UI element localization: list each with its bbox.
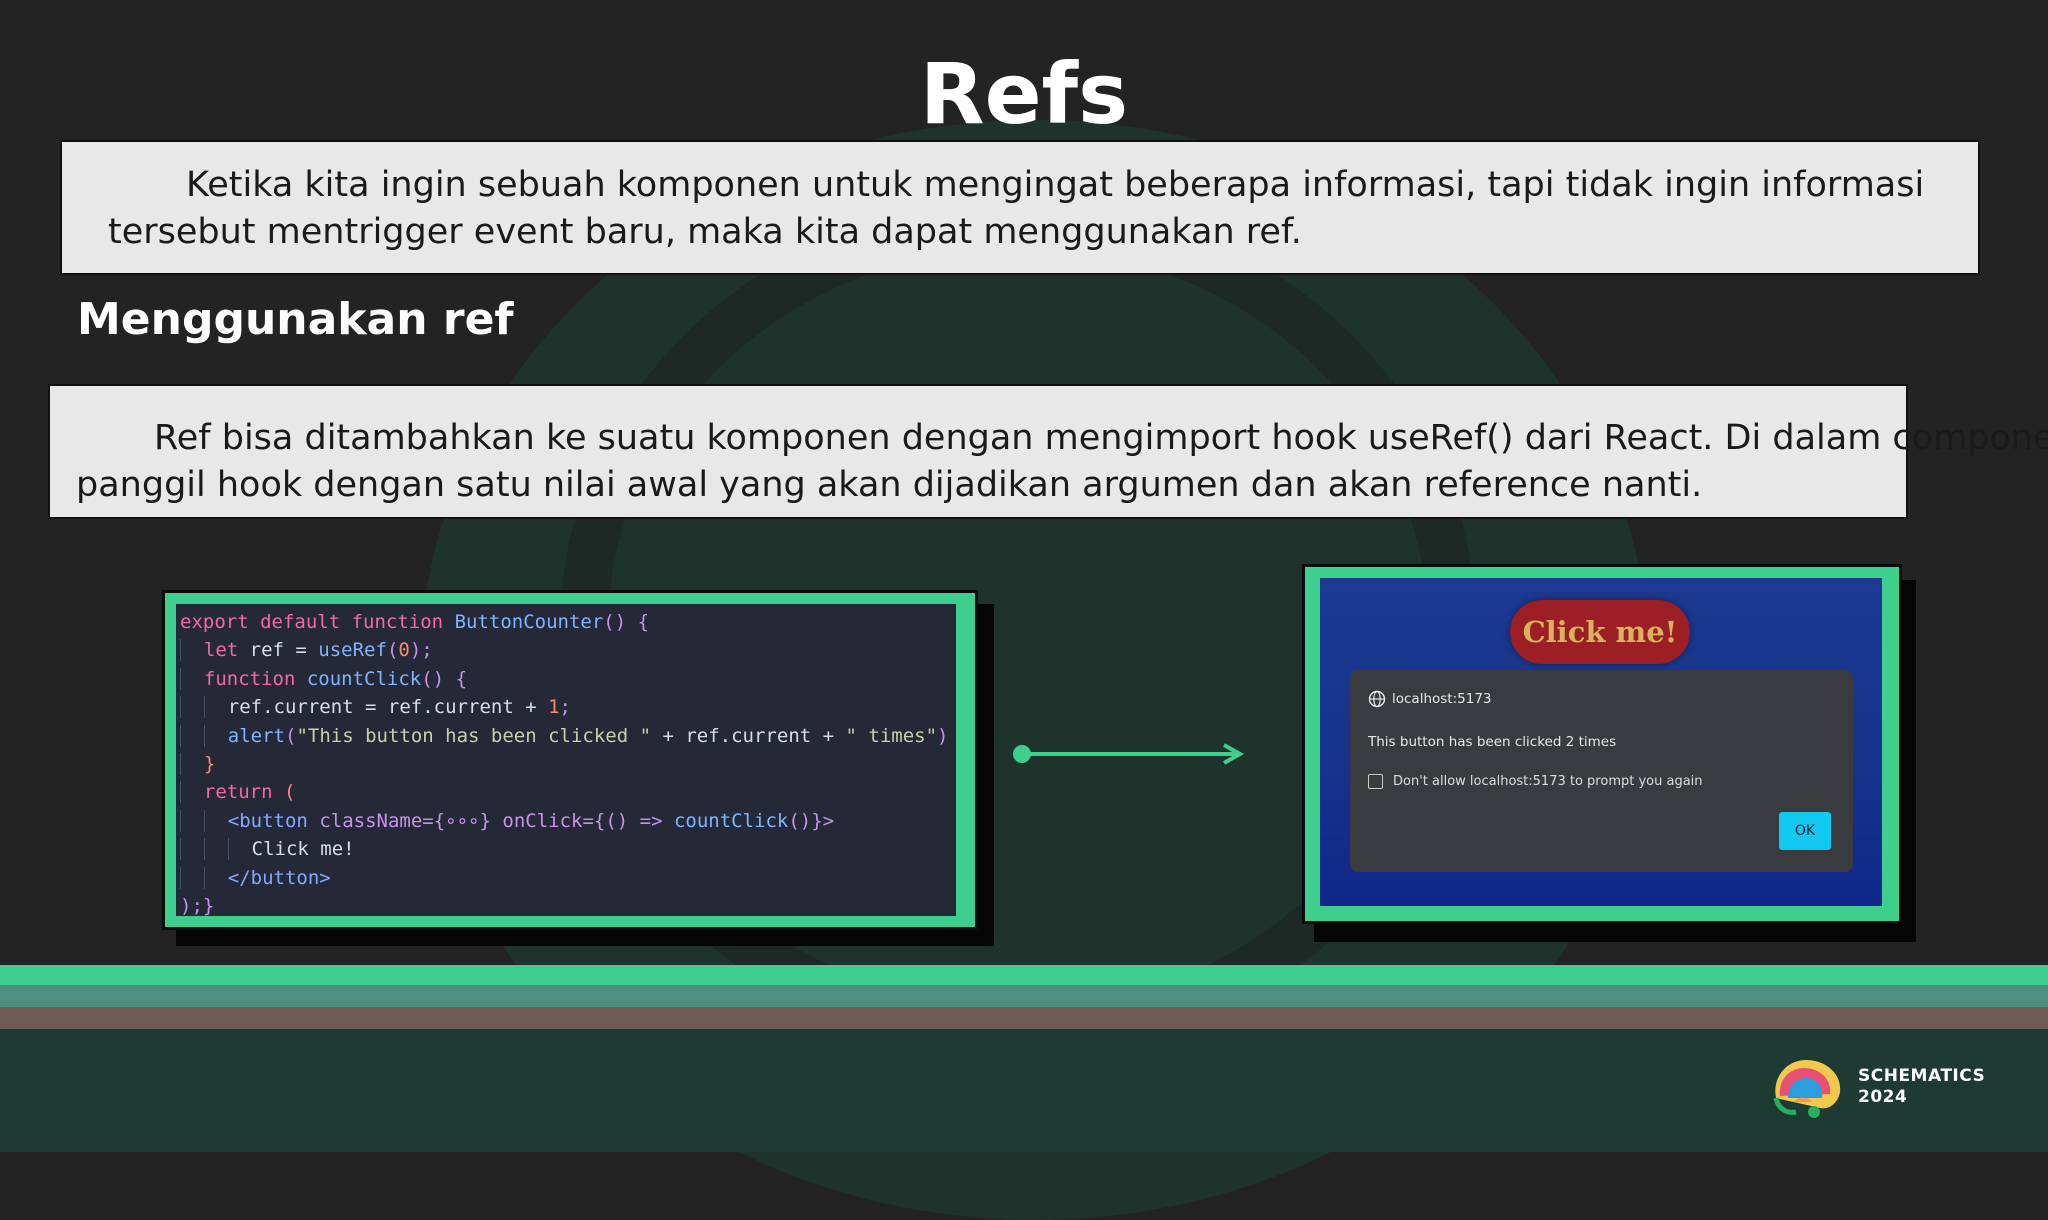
- code-snippet: export default function ButtonCounter() …: [176, 604, 956, 916]
- code-number: 1: [548, 696, 560, 719]
- code-function-name: ButtonCounter: [454, 611, 604, 633]
- dialog-site: localhost:5173: [1368, 690, 1492, 708]
- code-keyword: function: [203, 667, 296, 690]
- description-line-2: panggil hook dengan satu nilai awal yang…: [76, 465, 1703, 505]
- code-string: "This button has been clicked ": [296, 724, 652, 747]
- dialog-ok-button[interactable]: OK: [1779, 812, 1831, 850]
- footer-band: [0, 1029, 2048, 1152]
- click-me-button[interactable]: Click me!: [1510, 600, 1690, 664]
- code-text: ref.current = ref.current +: [227, 696, 549, 719]
- code-punct: () {: [603, 611, 650, 633]
- code-function-call: useRef: [318, 639, 387, 662]
- schematics-logo-icon: [1773, 1060, 1841, 1118]
- dialog-site-label: localhost:5173: [1392, 691, 1492, 707]
- code-function-call: alert: [227, 724, 285, 747]
- description-textbox: Ref bisa ditambahkan ke suatu komponen d…: [48, 384, 2048, 519]
- brand-year: 2024: [1858, 1087, 1908, 1107]
- section-heading: Menggunakan ref: [77, 294, 514, 345]
- code-snippet-frame: export default function ButtonCounter() …: [162, 590, 978, 930]
- alert-dialog: localhost:5173 This button has been clic…: [1350, 670, 1853, 872]
- code-punct: );}: [180, 895, 215, 916]
- code-attr: onClick: [502, 809, 583, 832]
- demo-screenshot-frame: Click me! localhost:5173 This button has…: [1302, 564, 1902, 924]
- code-string: " times": [845, 724, 938, 747]
- code-attr: className: [319, 809, 423, 832]
- footer-stripe-green: [0, 965, 2048, 985]
- demo-screenshot: Click me! localhost:5173 This button has…: [1320, 578, 1882, 906]
- code-function-call: countClick: [673, 809, 789, 832]
- code-collapsed: {∘∘∘}: [433, 809, 491, 832]
- intro-textbox: Ketika kita ingin sebuah komponen untuk …: [60, 140, 1980, 275]
- code-jsx-tag: </button>: [227, 866, 331, 889]
- code-number: 0: [398, 639, 410, 662]
- code-keyword: export default function: [180, 611, 444, 633]
- description-line-1: Ref bisa ditambahkan ke suatu komponen d…: [154, 418, 2048, 458]
- code-keyword: let: [203, 639, 239, 662]
- arrow-right-icon: [1013, 743, 1245, 765]
- footer-stripe-brown: [0, 1007, 2048, 1029]
- slide-title: Refs: [919, 45, 1129, 143]
- dialog-message: This button has been clicked 2 times: [1368, 734, 1617, 750]
- brand-logo: SCHEMATICS 2024: [1768, 1052, 1985, 1122]
- globe-icon: [1368, 690, 1386, 708]
- footer-stripe-teal: [0, 985, 2048, 1007]
- code-keyword: return: [203, 781, 273, 804]
- code-function-name: countClick: [306, 667, 422, 690]
- code-text: ref =: [238, 639, 319, 662]
- dialog-checkbox-label: Don't allow localhost:5173 to prompt you…: [1393, 774, 1703, 789]
- code-text: + ref.current +: [651, 724, 846, 747]
- code-text: Click me!: [251, 838, 355, 861]
- code-jsx-tag: <button: [227, 809, 308, 832]
- dialog-prompt-option[interactable]: Don't allow localhost:5173 to prompt you…: [1368, 774, 1703, 789]
- dialog-checkbox[interactable]: [1368, 774, 1383, 789]
- brand-name: SCHEMATICS: [1858, 1066, 1986, 1086]
